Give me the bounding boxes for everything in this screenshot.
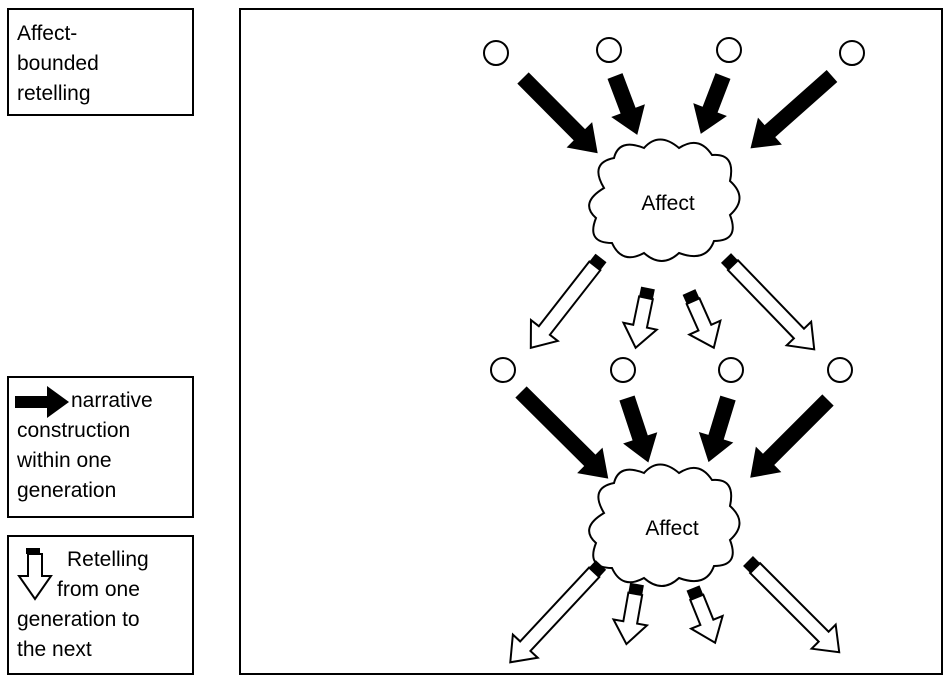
hollow-arrow xyxy=(621,286,659,350)
hollow-arrow xyxy=(720,253,816,351)
solid-arrow xyxy=(693,73,731,134)
solid-arrow xyxy=(619,395,658,463)
person-circle xyxy=(718,357,744,383)
hollow-arrow xyxy=(686,585,725,645)
affect-label-top: Affect xyxy=(641,192,694,215)
hollow-arrow xyxy=(743,556,841,654)
middle-circles xyxy=(490,357,853,383)
person-circle xyxy=(839,40,865,66)
solid-arrows-top xyxy=(517,70,838,154)
legend-retelling-label: Retelling xyxy=(67,548,149,571)
hollow-arrows-top xyxy=(529,253,816,351)
hollow-arrows-bottom xyxy=(509,556,841,664)
person-circle xyxy=(490,357,516,383)
solid-arrows-bottom xyxy=(515,386,834,479)
solid-arrow-icon xyxy=(15,386,69,418)
solid-arrow xyxy=(607,73,645,135)
legend-narrative-label: narrative xyxy=(71,389,153,412)
hollow-arrow xyxy=(509,560,607,664)
legend-retelling: Retelling from one generation to the nex… xyxy=(7,535,194,675)
legend-retelling-desc: generation to the next xyxy=(17,608,140,661)
affect-cloud-bottom: Affect xyxy=(588,463,741,587)
affect-cloud-top: Affect xyxy=(588,138,741,262)
solid-arrow xyxy=(698,395,736,463)
hollow-arrow xyxy=(682,289,722,350)
person-circle xyxy=(827,357,853,383)
legend-narrative-desc: construction within one generation xyxy=(17,419,131,502)
legend-narrative: narrative construction within one genera… xyxy=(7,376,194,518)
person-circle xyxy=(716,37,742,63)
person-circle xyxy=(596,37,622,63)
person-circle xyxy=(483,40,509,66)
person-circle xyxy=(610,357,636,383)
diagram-frame xyxy=(239,8,943,675)
title-box: Affect- bounded retelling xyxy=(7,8,194,116)
title-text: Affect- bounded retelling xyxy=(17,22,99,105)
hollow-arrow xyxy=(611,582,650,646)
top-circles xyxy=(483,37,865,66)
affect-label-bottom: Affect xyxy=(645,517,698,540)
solid-arrow xyxy=(750,70,838,149)
solid-arrow xyxy=(515,386,609,479)
solid-arrow xyxy=(750,394,834,478)
hollow-arrow-icon xyxy=(17,548,53,601)
solid-arrow xyxy=(517,72,598,154)
hollow-arrow xyxy=(529,253,607,350)
legend-retelling-line2: from one xyxy=(57,578,140,601)
